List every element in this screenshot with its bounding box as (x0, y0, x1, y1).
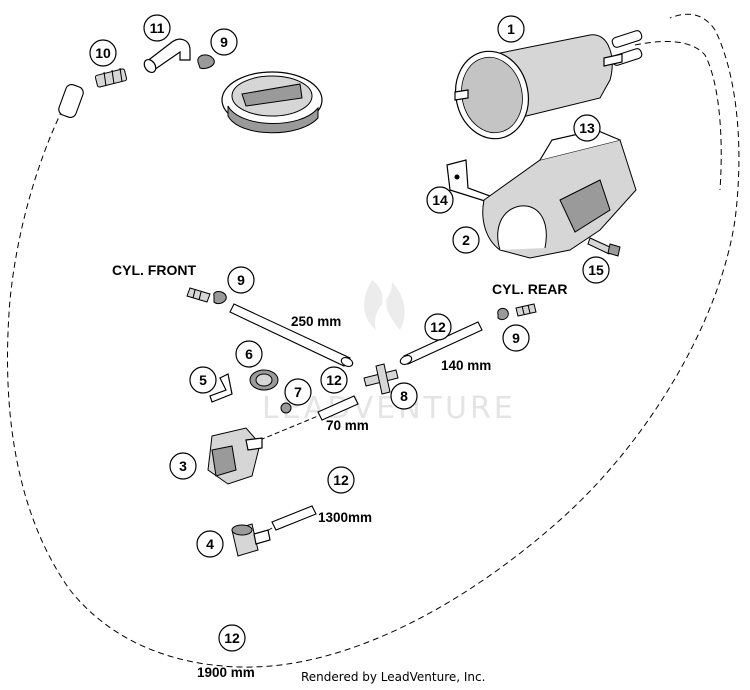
watermark: LEADVENTURE (262, 280, 513, 426)
svg-text:12: 12 (224, 630, 240, 646)
part-2-holder (482, 129, 637, 259)
fuel-cap (221, 71, 323, 134)
svg-text:9: 9 (220, 34, 228, 50)
label-cyl-rear: CYL. REAR (492, 281, 567, 297)
callout-4: 4 (196, 530, 224, 558)
callout-10: 10 (89, 39, 117, 67)
hose-1300mm (261, 505, 317, 535)
part-4-fitting (231, 523, 271, 557)
svg-text:2: 2 (462, 232, 470, 248)
svg-text:12: 12 (326, 372, 342, 388)
callout-12-a: 12 (424, 313, 452, 341)
callout-3: 3 (169, 452, 197, 480)
callout-7: 7 (284, 378, 312, 406)
callout-8: 8 (390, 382, 418, 410)
dimension-250mm: 250 mm (291, 314, 341, 329)
svg-text:5: 5 (199, 372, 207, 388)
svg-text:13: 13 (579, 120, 595, 136)
svg-text:9: 9 (237, 272, 245, 288)
callout-15: 15 (582, 256, 610, 284)
callout-9-top: 9 (210, 28, 238, 56)
cyl-front-fitting (186, 287, 227, 305)
svg-text:7: 7 (294, 384, 302, 400)
callout-12-c: 12 (327, 466, 355, 494)
part-9-clamp-top (197, 54, 215, 69)
callout-6: 6 (235, 340, 263, 368)
callout-9-rear: 9 (502, 324, 530, 352)
svg-text:15: 15 (588, 262, 604, 278)
dimension-140mm: 140 mm (441, 358, 491, 373)
svg-text:8: 8 (400, 388, 408, 404)
callout-12-d: 12 (218, 624, 246, 652)
hose-250mm (229, 303, 354, 367)
dimension-1300mm: 1300mm (318, 510, 372, 525)
flame-logo-icon (364, 280, 405, 330)
hose-1900mm (7, 13, 740, 668)
callout-13: 13 (573, 114, 601, 142)
part-5-bracket (209, 373, 233, 403)
callout-9-front: 9 (227, 266, 255, 294)
svg-text:9: 9 (512, 330, 520, 346)
part-6-grommet (249, 369, 279, 391)
part-7-nut (280, 402, 292, 414)
svg-text:11: 11 (150, 20, 165, 36)
callout-1: 1 (497, 15, 525, 43)
dimension-1900mm: 1900 mm (197, 665, 255, 680)
hose-70mm (259, 395, 359, 441)
hose-140mm (399, 321, 483, 365)
svg-text:6: 6 (245, 346, 253, 362)
svg-text:10: 10 (95, 45, 111, 61)
callout-2: 2 (452, 226, 480, 254)
callout-11: 11 (143, 14, 171, 42)
callout-14: 14 (426, 186, 454, 214)
part-10-fitting (94, 67, 128, 88)
svg-text:3: 3 (179, 458, 187, 474)
callout-5: 5 (189, 366, 217, 394)
part-3-valve (207, 427, 263, 485)
part-1-canister (454, 34, 623, 140)
svg-text:1: 1 (507, 21, 515, 37)
svg-text:12: 12 (430, 319, 446, 335)
part-8-t-fitting (363, 363, 399, 395)
svg-text:12: 12 (333, 472, 349, 488)
part-15-bolt (587, 237, 621, 257)
svg-text:4: 4 (206, 536, 214, 552)
footer-credit: Rendered by LeadVenture, Inc. (301, 670, 485, 684)
cyl-rear-fitting (497, 303, 537, 321)
svg-text:14: 14 (432, 192, 448, 208)
part-11-elbow-hose (143, 38, 191, 74)
label-cyl-front: CYL. FRONT (112, 262, 196, 278)
callout-12-b: 12 (320, 366, 348, 394)
part-14-bracket (446, 159, 491, 203)
dimension-70mm: 70 mm (326, 418, 369, 433)
